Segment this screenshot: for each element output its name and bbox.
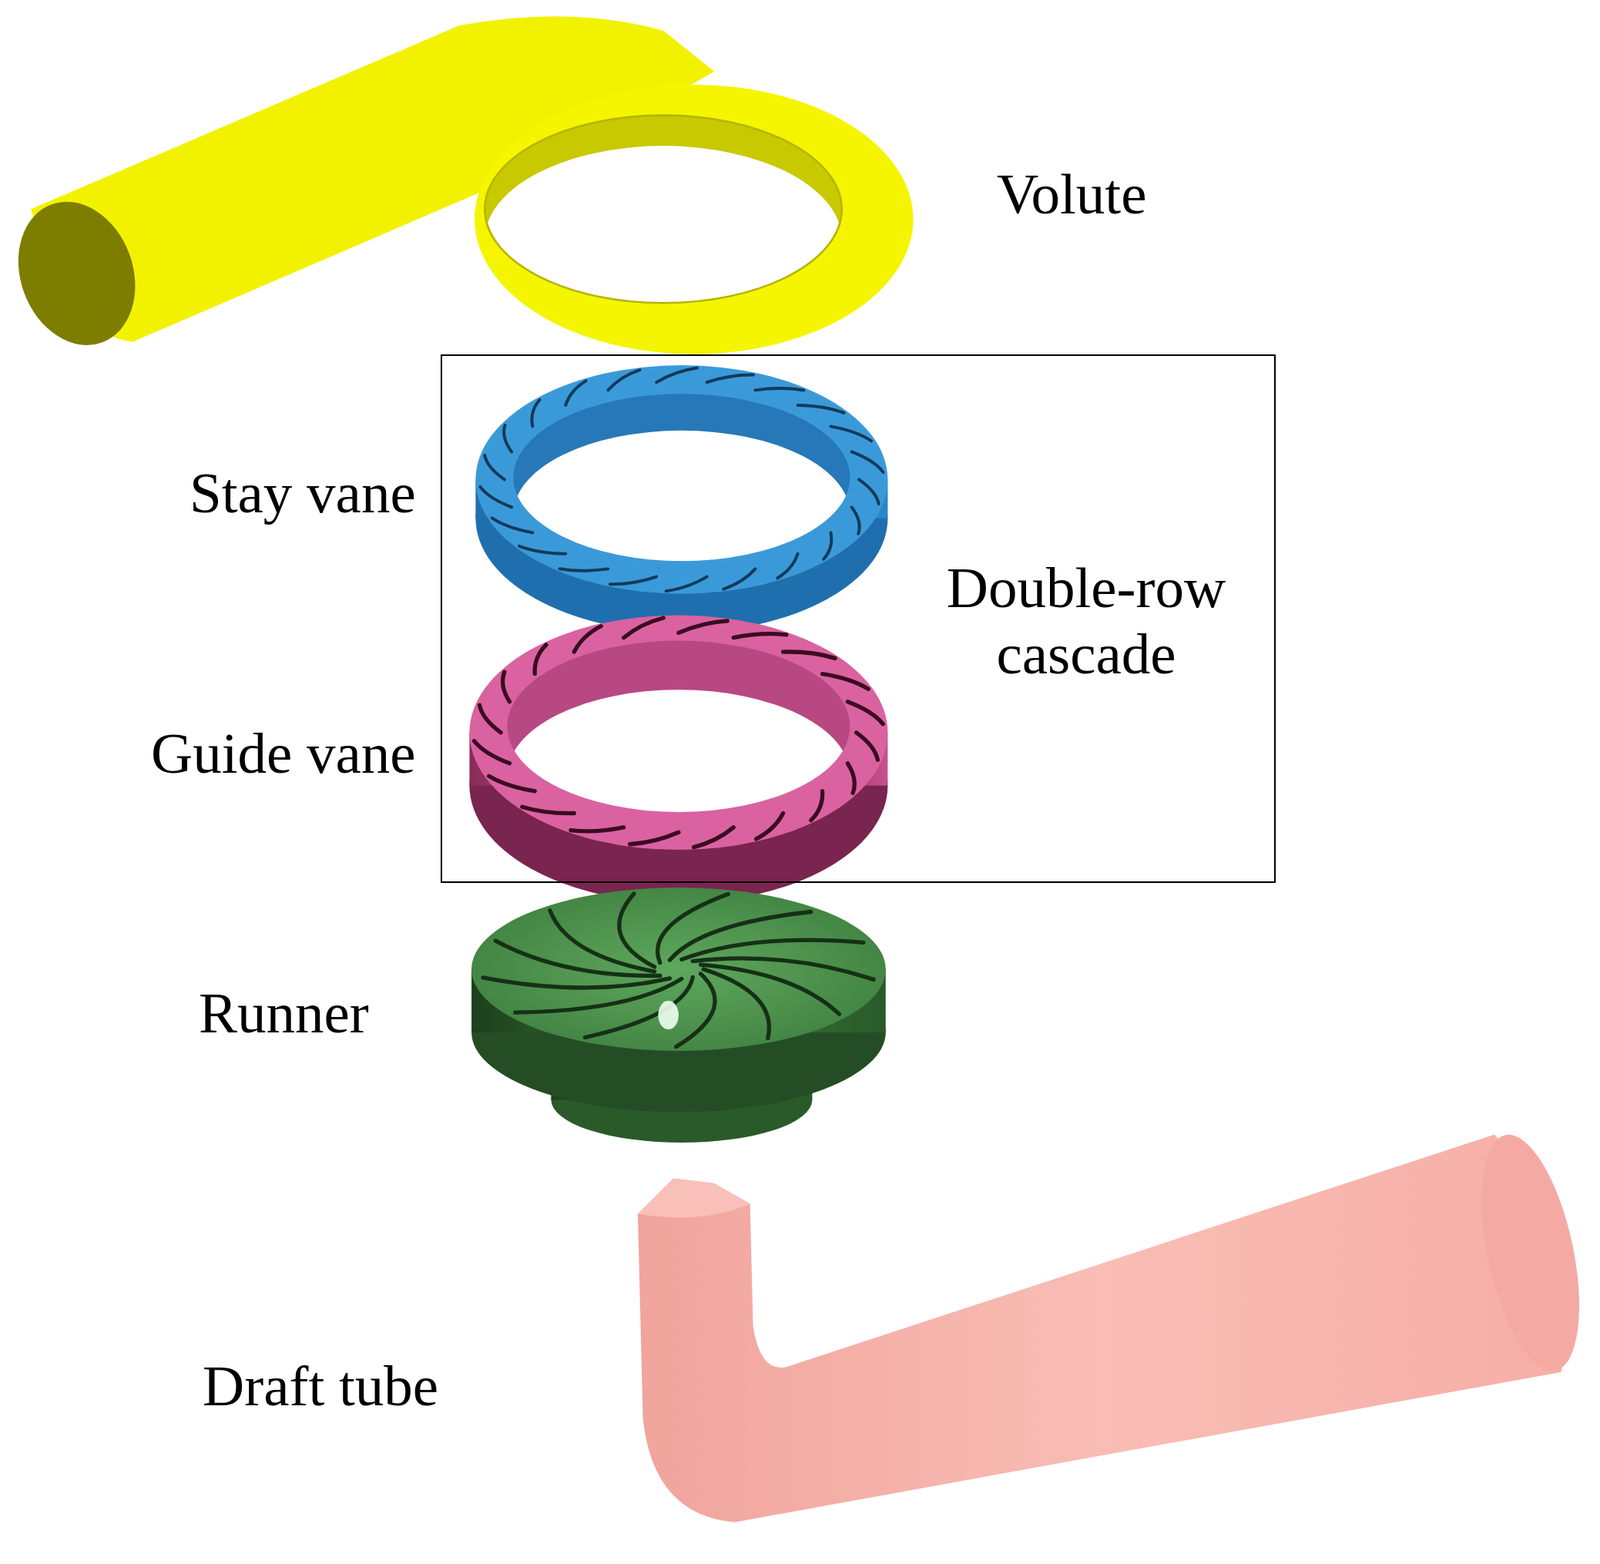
guide-vane-slot <box>811 791 823 821</box>
part-label: Stay vane <box>189 459 416 527</box>
stay-vane-slot <box>754 388 804 391</box>
stay-vane-slot <box>610 576 657 585</box>
guide-vane-slot <box>856 732 879 760</box>
draft-tube-body <box>637 1134 1569 1523</box>
runner-blade <box>657 894 729 963</box>
guide-vane-slot <box>573 626 601 652</box>
runner-blade <box>700 964 839 1014</box>
stay-vane-slot <box>484 455 505 480</box>
draft-tube-outlet <box>1463 1126 1598 1380</box>
volute-hole-edge <box>484 115 842 304</box>
volute-inlet <box>0 184 155 362</box>
runner-blade <box>619 893 655 967</box>
stay-vane-slot <box>830 425 872 441</box>
guide-vane-slot <box>733 633 787 638</box>
runner-blade <box>550 910 655 972</box>
guide-vane-slot <box>694 827 735 848</box>
stay-vane-slot <box>565 380 586 406</box>
runner-blade <box>681 939 864 960</box>
volute-drawing <box>0 16 913 362</box>
volute-ring <box>474 84 913 355</box>
guide-vane-slot <box>847 763 855 794</box>
stay-vane-slot <box>560 568 609 571</box>
runner-blade <box>669 912 811 961</box>
stay-vane-slot <box>851 451 884 472</box>
stay-vane-slot <box>777 553 798 579</box>
stay-vane-slot <box>723 568 755 589</box>
guide-vane-slot <box>623 617 665 638</box>
guide-vane-slot <box>474 741 510 764</box>
part-label: Volute <box>996 161 1147 228</box>
runner-blade <box>483 977 670 988</box>
runner-blade <box>676 973 715 1047</box>
stay-vane-slot <box>531 399 540 426</box>
stay-vane-slot <box>607 369 640 390</box>
stay-vane-slot <box>823 532 832 559</box>
stay-vane-slot <box>656 367 698 383</box>
group-frame: Double-row cascade <box>440 354 1276 883</box>
guide-vane-slot <box>534 644 547 675</box>
guide-vane-drawing <box>469 614 888 903</box>
guide-vane-slot <box>630 831 679 845</box>
guide-vane-slot <box>756 812 784 839</box>
stay-vane-slot <box>798 405 845 413</box>
guide-vane-slot <box>822 674 869 690</box>
stay-vane-slot <box>851 506 860 534</box>
group-title: Double-row cascade <box>924 554 1248 688</box>
volute-hole <box>484 145 842 334</box>
runner-top <box>471 887 886 1051</box>
part-label: Runner <box>198 979 369 1047</box>
part-label: Guide vane <box>150 720 416 787</box>
stay-vane-slot <box>666 576 708 592</box>
stay-vane-slot <box>707 374 754 383</box>
guide-vane-slot <box>570 827 624 832</box>
guide-vane-slot <box>847 701 883 725</box>
runner-highlight <box>657 1000 678 1030</box>
guide-vane-slot <box>678 620 728 634</box>
stay-vane-slot <box>479 486 512 507</box>
stay-vane-slot <box>492 517 534 533</box>
guide-vane-slot <box>783 651 836 658</box>
part-label: Draft tube <box>202 1352 439 1419</box>
stay-vane-slot <box>503 425 512 452</box>
stay-vane-slot <box>858 479 879 504</box>
stay-ring-hole <box>513 430 850 598</box>
guide-vane-slot <box>489 775 536 792</box>
draft-tube-cone <box>637 1177 751 1218</box>
guide-vane-slot <box>479 704 502 732</box>
draft-tube-drawing <box>637 1126 1598 1523</box>
runner-drawing <box>471 887 886 1143</box>
guide-vane-slot <box>503 671 510 702</box>
guide-vane-slot <box>522 806 574 813</box>
stay-vane-slot <box>519 546 566 554</box>
guide-ring-hole <box>506 689 850 861</box>
runner-blade <box>692 958 874 980</box>
stay-vane-drawing <box>475 365 888 633</box>
